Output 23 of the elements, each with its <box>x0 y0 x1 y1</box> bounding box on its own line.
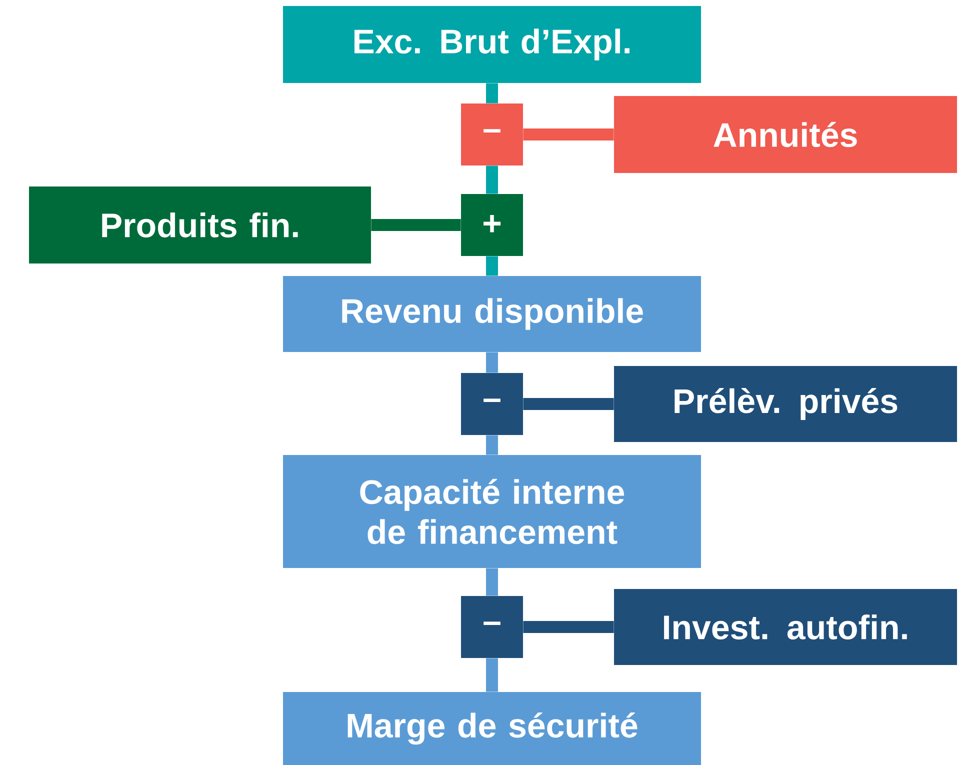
process-box: Revenu disponible <box>283 276 701 352</box>
connector-line <box>486 83 498 104</box>
connector-line <box>523 128 614 140</box>
connector-line <box>486 568 498 596</box>
connector-line <box>523 398 614 410</box>
process-box: Invest. autofin. <box>614 589 958 665</box>
process-box: Produits fin. <box>29 186 371 264</box>
connector-line <box>486 352 498 373</box>
connector-line <box>486 256 498 276</box>
process-box: Prélèv. privés <box>614 366 958 442</box>
connector-line <box>486 658 498 692</box>
process-box: Annuités <box>614 96 958 173</box>
connector-line <box>486 435 498 455</box>
connector-line <box>486 166 498 194</box>
operator-box: – <box>461 104 523 166</box>
operator-box: – <box>461 373 523 435</box>
operator-box: + <box>461 194 523 256</box>
connector-line <box>523 621 614 633</box>
process-box: Capacité interne de financement <box>283 455 701 568</box>
connector-line <box>371 219 461 231</box>
operator-box: – <box>461 596 523 658</box>
process-box: Exc. Brut d’Expl. <box>283 6 701 83</box>
process-box: Marge de sécurité <box>283 692 701 765</box>
